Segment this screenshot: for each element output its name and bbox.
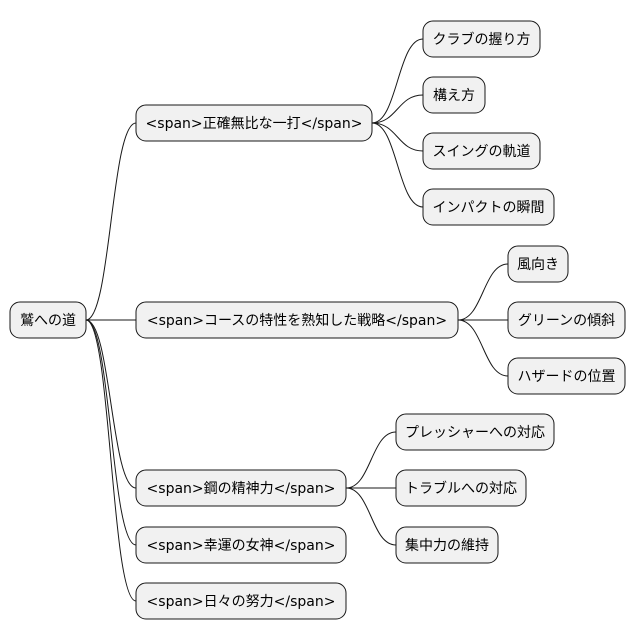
connector-line bbox=[85, 122, 137, 321]
connector-line bbox=[345, 487, 397, 546]
branch-node-effort: <span>日々の努力</span> bbox=[135, 582, 347, 620]
connector-line bbox=[457, 319, 509, 377]
branch-node-label: <span>鋼の精神力</span> bbox=[147, 481, 336, 497]
leaf-node: ハザードの位置 bbox=[507, 357, 626, 395]
branch-node-label: <span>コースの特性を熟知した戦略</span> bbox=[147, 312, 447, 329]
leaf-node-label: プレッシャーへの対応 bbox=[405, 425, 545, 441]
connector-line bbox=[85, 319, 137, 602]
connector-lines bbox=[85, 38, 509, 602]
connector-line bbox=[345, 431, 397, 489]
connector-line bbox=[371, 122, 424, 208]
branch-node-luck: <span>幸運の女神</span> bbox=[135, 526, 347, 564]
leaf-node-label: インパクトの瞬間 bbox=[433, 200, 545, 216]
leaf-node-label: クラブの握り方 bbox=[433, 31, 531, 48]
leaf-node-label: グリーンの傾斜 bbox=[518, 313, 615, 329]
connector-line bbox=[457, 263, 509, 321]
leaf-node: 風向き bbox=[507, 245, 569, 283]
leaf-node: プレッシャーへの対応 bbox=[395, 413, 555, 451]
branch-node-accuracy: <span>正確無比な一打</span> bbox=[135, 104, 373, 142]
leaf-node-label: 構え方 bbox=[433, 88, 475, 104]
connector-line bbox=[85, 319, 137, 489]
leaf-node-label: ハザードの位置 bbox=[518, 369, 616, 385]
leaf-node: クラブの握り方 bbox=[422, 20, 541, 58]
leaf-node-label: 集中力の維持 bbox=[405, 537, 489, 554]
branch-node-mental: <span>鋼の精神力</span> bbox=[135, 469, 347, 507]
leaf-node: グリーンの傾斜 bbox=[507, 301, 626, 339]
root-node: 鷲への道 bbox=[9, 301, 87, 339]
leaf-node: インパクトの瞬間 bbox=[422, 188, 555, 226]
leaf-node-label: 風向き bbox=[517, 257, 559, 273]
root-node-label: 鷲への道 bbox=[20, 313, 76, 329]
connector-line bbox=[371, 38, 424, 124]
connector-line bbox=[371, 94, 424, 124]
connector-line bbox=[85, 319, 137, 546]
branch-node-label: <span>正確無比な一打</span> bbox=[146, 115, 363, 132]
branch-node-strategy: <span>コースの特性を熟知した戦略</span> bbox=[135, 301, 459, 339]
branch-node-label: <span>幸運の女神</span> bbox=[147, 537, 336, 554]
leaf-node: スイングの軌道 bbox=[422, 132, 541, 170]
leaf-node-label: トラブルへの対応 bbox=[405, 480, 517, 497]
leaf-node: トラブルへの対応 bbox=[395, 469, 527, 507]
leaf-node: 構え方 bbox=[422, 76, 486, 114]
leaf-node: 集中力の維持 bbox=[395, 526, 499, 564]
connector-line bbox=[371, 122, 424, 152]
branch-node-label: <span>日々の努力</span> bbox=[147, 594, 336, 610]
leaf-node-label: スイングの軌道 bbox=[433, 144, 531, 160]
